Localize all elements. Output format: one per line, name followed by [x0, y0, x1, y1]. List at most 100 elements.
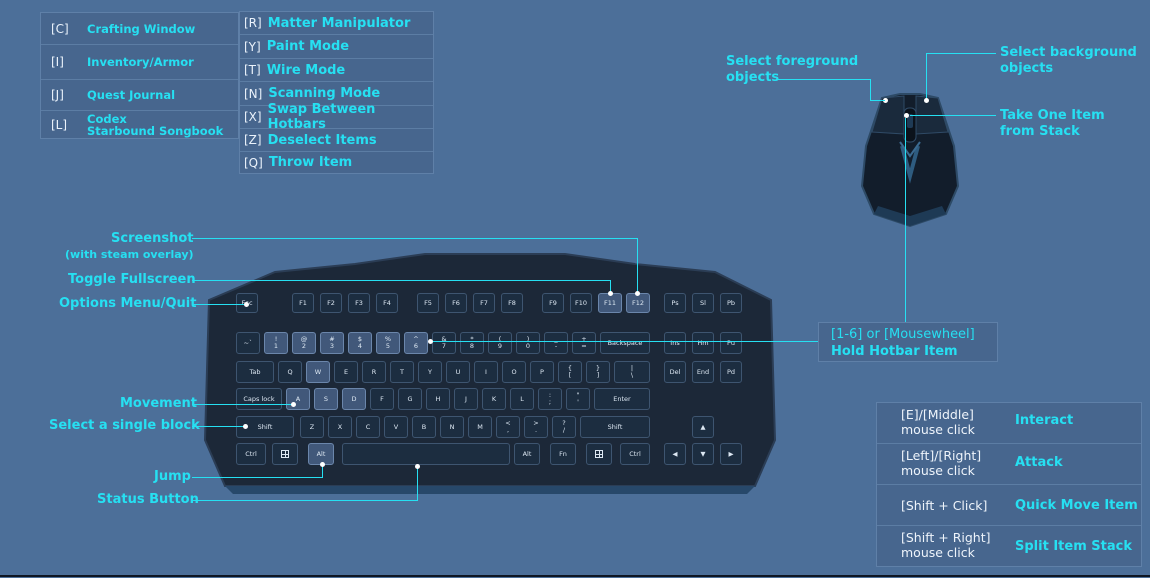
key-d[interactable]: D: [342, 388, 366, 410]
key-f3[interactable]: F3: [348, 293, 370, 313]
key-e[interactable]: E: [334, 361, 358, 383]
key-3[interactable]: #3: [320, 332, 344, 354]
key-comma[interactable]: <,: [496, 416, 520, 438]
key-0[interactable]: )0: [516, 332, 540, 354]
jump-label: Jump: [154, 469, 191, 484]
key-o[interactable]: O: [502, 361, 526, 383]
key-y[interactable]: Y: [418, 361, 442, 383]
key-arrow-right[interactable]: ▶: [720, 443, 742, 465]
key-shift-left[interactable]: Shift: [236, 416, 294, 438]
key-v[interactable]: V: [384, 416, 408, 438]
key-7[interactable]: &7: [432, 332, 456, 354]
key-f6[interactable]: F6: [445, 293, 467, 313]
key-f12[interactable]: F12: [626, 293, 650, 313]
key-top: &: [441, 335, 447, 343]
key-fn[interactable]: Fn: [550, 443, 576, 465]
key-w[interactable]: W: [306, 361, 330, 383]
key-u[interactable]: U: [446, 361, 470, 383]
key-x[interactable]: X: [328, 416, 352, 438]
key-top: @: [300, 335, 308, 343]
key-f9[interactable]: F9: [542, 293, 564, 313]
key-lbracket[interactable]: {[: [558, 361, 582, 383]
key-c[interactable]: C: [356, 416, 380, 438]
status-leader: [192, 500, 418, 501]
key-m[interactable]: M: [468, 416, 492, 438]
key-ctrl-right[interactable]: Ctrl: [620, 443, 650, 465]
key-shift-right[interactable]: Shift: [580, 416, 650, 438]
key-space[interactable]: [342, 443, 510, 465]
key-n[interactable]: N: [440, 416, 464, 438]
key-r[interactable]: R: [362, 361, 386, 383]
key-z[interactable]: Z: [300, 416, 324, 438]
key-backspace[interactable]: Backspace: [600, 332, 650, 354]
mouse-action-row: [Left]/[Right]mouse click Attack: [877, 444, 1141, 485]
key-p[interactable]: P: [530, 361, 554, 383]
key-q[interactable]: Q: [278, 361, 302, 383]
key-5[interactable]: %5: [376, 332, 400, 354]
key-delete[interactable]: Del: [664, 361, 686, 383]
key-ctrl-left[interactable]: Ctrl: [236, 443, 266, 465]
key-minus[interactable]: _-: [544, 332, 568, 354]
key-f8[interactable]: F8: [501, 293, 523, 313]
key-f5[interactable]: F5: [417, 293, 439, 313]
key-f2[interactable]: F2: [320, 293, 342, 313]
key-i[interactable]: I: [474, 361, 498, 383]
key-enter[interactable]: Enter: [594, 388, 650, 410]
movement-dot: [291, 402, 296, 407]
key-h[interactable]: H: [426, 388, 450, 410]
key-windows[interactable]: [272, 443, 298, 465]
key-pagedown[interactable]: Pd: [720, 361, 742, 383]
key-f4[interactable]: F4: [376, 293, 398, 313]
key-f10[interactable]: F10: [570, 293, 592, 313]
key-end[interactable]: End: [692, 361, 714, 383]
key-6[interactable]: ^6: [404, 332, 428, 354]
key-8[interactable]: *8: [460, 332, 484, 354]
key-f7[interactable]: F7: [473, 293, 495, 313]
key-backslash[interactable]: |\: [614, 361, 650, 383]
key-bottom: [: [568, 371, 572, 379]
key-9[interactable]: (9: [488, 332, 512, 354]
key-f11[interactable]: F11: [598, 293, 622, 313]
key-menu[interactable]: [586, 443, 612, 465]
key-slash[interactable]: ?/: [552, 416, 576, 438]
key-bottom: 2: [301, 342, 307, 350]
key-arrow-left[interactable]: ◀: [664, 443, 686, 465]
key-k[interactable]: K: [482, 388, 506, 410]
key-row: [N]Scanning Mode: [240, 82, 433, 106]
key-4[interactable]: $4: [348, 332, 372, 354]
key-a[interactable]: A: [286, 388, 310, 410]
key-row-crafting: [C] Crafting Window: [41, 13, 238, 45]
key-pausebreak[interactable]: Pb: [720, 293, 742, 313]
key-1[interactable]: !1: [264, 332, 288, 354]
key-2[interactable]: @2: [292, 332, 316, 354]
key-semicolon[interactable]: :;: [538, 388, 562, 410]
key-l[interactable]: L: [510, 388, 534, 410]
mouse-input: [E]/[Middle]mouse click: [901, 407, 975, 437]
key-scrolllock[interactable]: Sl: [692, 293, 714, 313]
input-line: [Left]/[Right]: [901, 448, 982, 463]
key-label: [Z]: [244, 133, 262, 147]
key-arrow-up[interactable]: ▲: [692, 416, 714, 438]
key-f1[interactable]: F1: [292, 293, 314, 313]
key-printscreen[interactable]: Ps: [664, 293, 686, 313]
key-f[interactable]: F: [370, 388, 394, 410]
key-t[interactable]: T: [390, 361, 414, 383]
key-equals[interactable]: +=: [572, 332, 596, 354]
key-b[interactable]: B: [412, 416, 436, 438]
key-bottom: ': [577, 398, 579, 406]
key-pageup[interactable]: Pu: [720, 332, 742, 354]
key-capslock[interactable]: Caps lock: [236, 388, 282, 410]
key-alt-right[interactable]: Alt: [514, 443, 540, 465]
key-rbracket[interactable]: }]: [586, 361, 610, 383]
key-tilde[interactable]: ~`: [236, 332, 260, 354]
key-insert[interactable]: Ins: [664, 332, 686, 354]
key-quote[interactable]: "': [566, 388, 590, 410]
key-tab[interactable]: Tab: [236, 361, 274, 383]
label-line: objects: [1000, 61, 1054, 76]
key-g[interactable]: G: [398, 388, 422, 410]
key-j[interactable]: J: [454, 388, 478, 410]
key-period[interactable]: >.: [524, 416, 548, 438]
key-home[interactable]: Hm: [692, 332, 714, 354]
key-s[interactable]: S: [314, 388, 338, 410]
key-arrow-down[interactable]: ▼: [692, 443, 714, 465]
